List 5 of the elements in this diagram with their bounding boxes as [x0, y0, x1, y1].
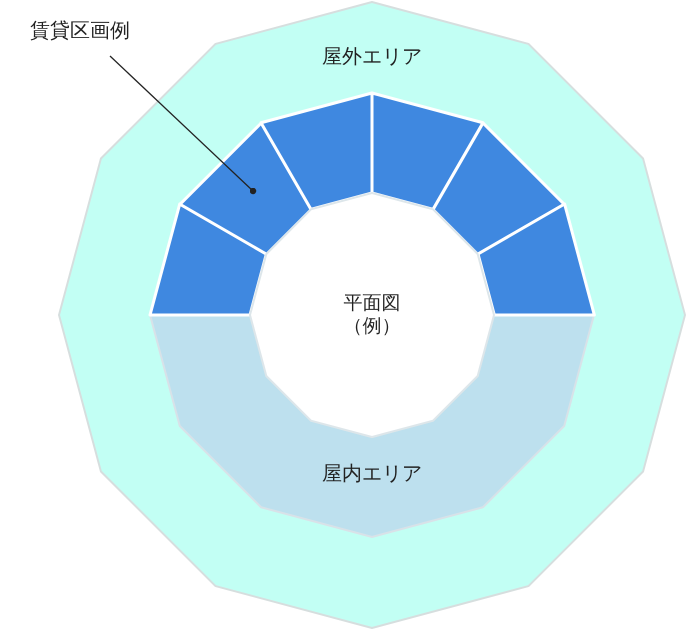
callout-label: 賃貸区画例	[30, 18, 130, 42]
area-label: 屋内エリア	[322, 461, 422, 485]
plan-label: 平面図（例）	[342, 292, 402, 338]
leader-line	[110, 56, 256, 194]
area-label: 屋外エリア	[322, 44, 422, 68]
